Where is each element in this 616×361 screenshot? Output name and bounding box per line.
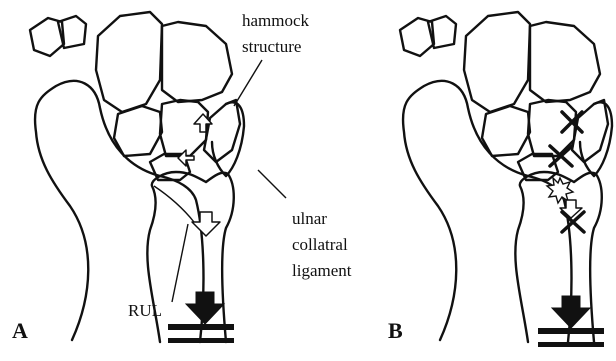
panel-a-arrow-up (194, 114, 212, 132)
panel-a-ulnar-leader (258, 170, 286, 198)
panel-b-force-bar-lower (538, 342, 604, 347)
panel-b-label: B (388, 318, 403, 343)
label-rul: RUL (128, 301, 162, 320)
panel-b-force-bar (538, 328, 604, 334)
panel-a: hammock structure ulnar collatral ligame… (12, 11, 352, 343)
panel-a-rul-line (154, 186, 194, 222)
panel-a-carpal-bones (30, 12, 240, 180)
label-hammock-line2: structure (242, 37, 301, 56)
panel-b-radius (403, 81, 572, 342)
label-ulnar-line2: collatral (292, 235, 348, 254)
panel-a-rul-leader (172, 224, 188, 302)
panel-b: B (388, 12, 612, 347)
panel-a-force-bar (168, 324, 234, 330)
panel-a-arrow-left (178, 150, 194, 166)
panel-b-carpal-bones (400, 12, 608, 180)
panel-a-arrow-down (192, 212, 220, 236)
panel-a-force-arrow (186, 292, 224, 324)
label-ulnar-line3: ligament (292, 261, 352, 280)
label-ulnar-line1: ulnar (292, 209, 327, 228)
panel-a-radius (35, 81, 204, 342)
panel-a-label: A (12, 318, 28, 343)
label-hammock-line1: hammock (242, 11, 310, 30)
panel-b-rupture-mark-1 (562, 112, 582, 132)
panel-a-hammock-leader (234, 60, 262, 106)
panel-b-force-arrow (552, 296, 590, 328)
panel-a-force-bar-lower (168, 338, 234, 343)
